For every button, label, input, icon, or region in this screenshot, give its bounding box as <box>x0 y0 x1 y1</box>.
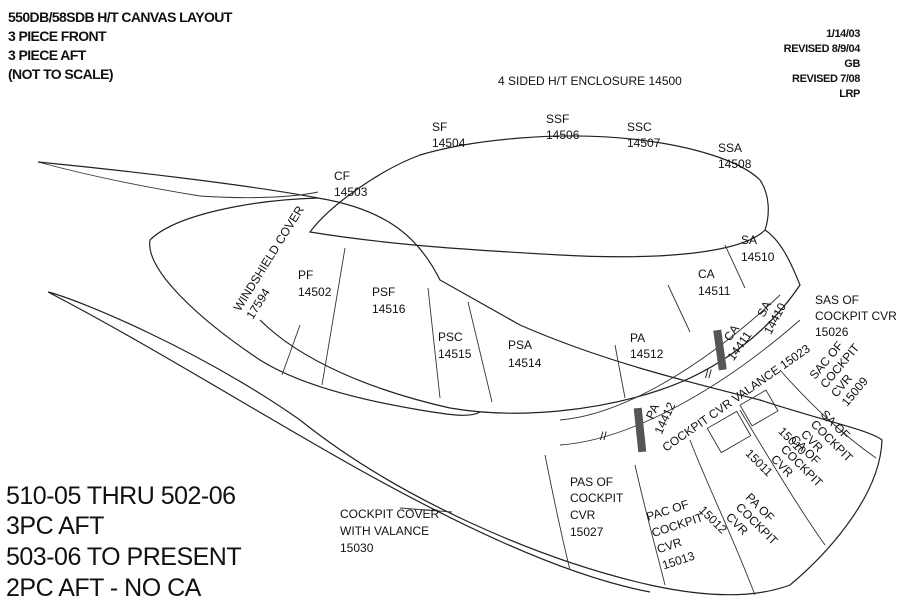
hull-outline <box>37 161 883 596</box>
cf-number: 14503 <box>334 185 368 199</box>
revision-2-initials: LRP <box>839 88 860 100</box>
ssa-number: 14508 <box>718 157 752 171</box>
hatch-mark-1: // <box>600 429 607 443</box>
psc-code: PSC <box>438 330 463 344</box>
sas-cockpit-code: SAS OF <box>815 293 859 307</box>
enclosure-side-bottom <box>259 229 801 414</box>
divider-psf-psc <box>427 287 441 399</box>
revision-1-initials: GB <box>844 58 860 70</box>
cf-code: CF <box>334 169 350 183</box>
divider-ca-sa <box>724 244 746 289</box>
ssf-code: SSF <box>546 112 569 126</box>
ca-valance-marker <box>713 329 727 371</box>
pas-cockpit-code: PAS OF <box>570 475 613 489</box>
pa-cockpit-label: PA OF COCKPIT CVR 15012 <box>696 490 781 548</box>
sa-number: 14510 <box>741 250 775 264</box>
ssa-code: SSA <box>718 141 742 155</box>
cockpit-divider-5 <box>779 369 877 459</box>
ca-code: CA <box>698 267 715 281</box>
ssc-number: 14507 <box>627 136 661 150</box>
sf-code: SF <box>432 120 447 134</box>
pas-cockpit-number: 15027 <box>570 525 604 539</box>
aft-config-note-2: 2PC AFT - NO CA <box>6 574 201 602</box>
sas-cockpit-number: 15026 <box>815 325 849 339</box>
pa-number: 14512 <box>630 347 664 361</box>
hull-sheer-line <box>37 161 319 199</box>
sas-cockpit-line2: COCKPIT CVR <box>815 309 897 323</box>
pa-code: PA <box>630 331 645 345</box>
divider-psa-pa <box>614 344 626 399</box>
hatch-mark-2: // <box>705 367 712 381</box>
divider-psc-psa <box>467 301 493 403</box>
pf-number: 14502 <box>298 285 332 299</box>
psa-code: PSA <box>508 338 532 352</box>
enclosure-title: 4 SIDED H/T ENCLOSURE 14500 <box>498 74 682 88</box>
ca-number: 14511 <box>698 284 731 298</box>
pas-cockpit-line3: CVR <box>570 508 596 522</box>
revision-2-date: REVISED 7/08 <box>792 73 860 85</box>
front-pieces-note: 3 PIECE FRONT <box>8 28 107 44</box>
aft-config-note-1: 3PC AFT <box>6 512 104 540</box>
cockpit-cover-number: 15030 <box>340 541 374 555</box>
divider-pf-psf <box>321 247 346 386</box>
psf-code: PSF <box>372 285 395 299</box>
ssf-number: 14506 <box>546 128 580 142</box>
psa-number: 14514 <box>508 356 542 370</box>
cockpit-divider-2 <box>634 464 666 586</box>
pf-code: PF <box>298 268 313 282</box>
windshield-cover-label: WINDSHIELD COVER 17594 <box>231 203 307 322</box>
cockpit-cover-line1: COCKPIT COVER <box>340 507 439 521</box>
sf-number: 14504 <box>432 136 466 150</box>
pa-valance-code: PA <box>643 402 662 422</box>
cockpit-divider-1 <box>544 454 571 571</box>
enclosure-top-outline <box>308 135 769 258</box>
serial-range-note-2: 503-06 TO PRESENT <box>6 543 242 571</box>
cockpit-cover-line2: WITH VALANCE <box>340 524 429 538</box>
valance-band-top <box>559 294 781 421</box>
scale-note: (NOT TO SCALE) <box>8 66 114 82</box>
cockpit-cover-leader <box>399 507 453 513</box>
pac-cockpit-label: PAC OF COCKPIT CVR 15013 <box>645 497 706 572</box>
sac-cockpit-label: SAC OF COCKPIT CVR 15009 <box>807 339 872 409</box>
serial-range-note-1: 510-05 THRU 502-06 <box>6 482 236 510</box>
sa-valance-label: SA 14410 <box>754 299 789 337</box>
revision-1-date: REVISED 8/9/04 <box>783 43 861 55</box>
ssc-code: SSC <box>627 120 652 134</box>
sa-valance-code: SA <box>754 299 774 320</box>
pas-cockpit-line2: COCKPIT <box>570 491 624 505</box>
divider-pa-ca <box>667 284 691 333</box>
pa-valance-marker <box>633 407 647 453</box>
drawing-title: 550DB/58SDB H/T CANVAS LAYOUT <box>8 9 232 25</box>
psf-number: 14516 <box>372 302 406 316</box>
pa-valance-label: PA 14412 <box>643 400 678 436</box>
cockpit-divider-3 <box>689 439 756 596</box>
valance-band-bottom <box>559 319 801 446</box>
windshield-cover-outline <box>149 197 481 416</box>
divider-pf-front <box>281 324 301 376</box>
cockpit-divider-4 <box>739 409 826 546</box>
cockpit-hatch-box-1 <box>706 410 752 454</box>
psc-number: 14515 <box>438 347 472 361</box>
original-date: 1/14/03 <box>826 28 860 40</box>
cockpit-hatch-box-2 <box>739 389 779 427</box>
aft-pieces-note: 3 PIECE AFT <box>8 47 86 63</box>
sa-code: SA <box>741 233 757 247</box>
